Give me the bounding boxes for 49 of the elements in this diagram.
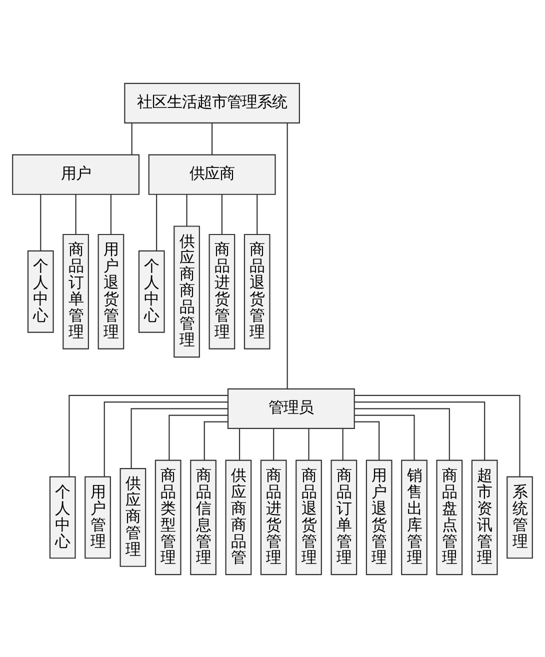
node-box: 商品退货管理 [244, 233, 270, 349]
node-box: 供应商商品管 [225, 459, 252, 575]
connector [168, 414, 228, 460]
node-box: 用户退货管理 [98, 233, 124, 349]
node-box: 供应商 [148, 154, 276, 194]
connector [238, 428, 240, 460]
connector [286, 122, 288, 388]
node-box: 个人中心 [49, 476, 76, 558]
connector [68, 394, 228, 476]
connector [342, 428, 344, 460]
connector [104, 401, 228, 476]
node-box: 系统管理 [506, 476, 533, 558]
connector [354, 401, 486, 460]
connector [354, 420, 380, 460]
connector [186, 194, 188, 226]
connector [256, 194, 258, 234]
connector [131, 122, 132, 154]
connector [75, 194, 76, 234]
node-box: 商品退货管理 [296, 459, 322, 575]
connector [308, 428, 310, 460]
connector [130, 408, 228, 468]
connector [204, 420, 228, 460]
node-box: 商品订单管理 [330, 459, 358, 575]
connector [354, 408, 450, 460]
node-box: 商品进货管理 [260, 459, 287, 575]
node-box: 销售出库管理 [401, 459, 428, 575]
node-box: 商品信息管理 [190, 459, 216, 575]
node-box: 管理员 [227, 388, 355, 428]
connector [273, 428, 274, 460]
node-box: 个人中心 [138, 250, 165, 332]
connector [212, 122, 213, 154]
node-box: 供应商管理 [120, 468, 146, 566]
node-box: 供应商商品管理 [174, 225, 200, 358]
connector [156, 194, 158, 250]
node-box: 用户退货管理 [366, 459, 392, 575]
connector [354, 414, 415, 460]
connector [40, 194, 42, 250]
node-box: 超市资讯管理 [471, 459, 498, 575]
node-box: 社区生活超市管理系统 [124, 82, 300, 123]
node-box: 商品进货管理 [208, 233, 236, 349]
node-box: 用户 [12, 154, 140, 194]
node-box: 商品盘点管理 [436, 459, 463, 575]
connector [354, 394, 520, 476]
node-box: 商品类型管理 [154, 459, 182, 575]
node-box: 商品订单管理 [62, 233, 89, 349]
connector [221, 194, 222, 234]
connector [110, 194, 112, 234]
node-box: 用户管理 [84, 476, 111, 558]
node-box: 个人中心 [27, 250, 54, 332]
